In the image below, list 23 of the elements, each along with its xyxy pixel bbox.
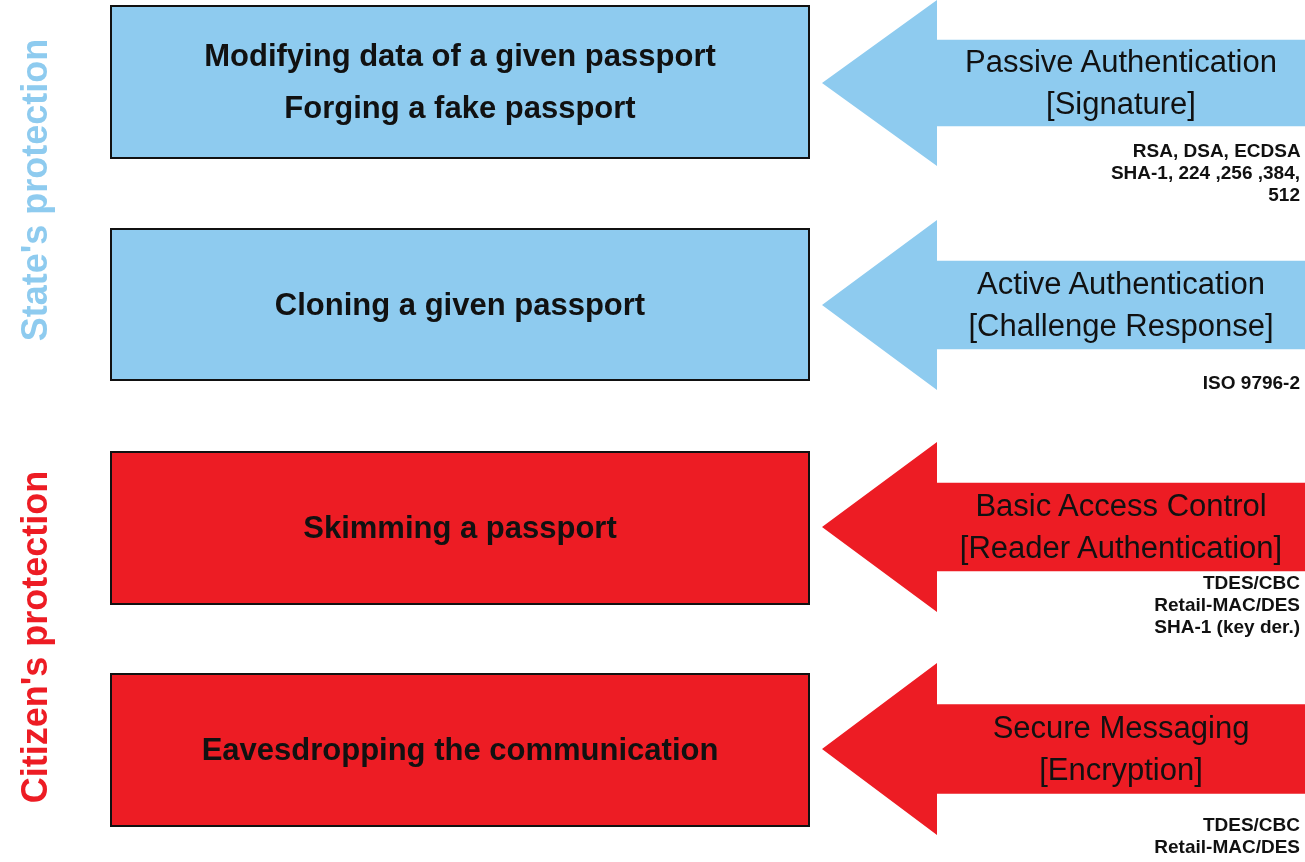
countermeasure-text: [Challenge Response] bbox=[968, 307, 1274, 345]
countermeasure-text: [Reader Authentication] bbox=[959, 529, 1283, 567]
threat-box bbox=[110, 228, 810, 381]
algorithm-note: TDES/CBC Retail-MAC/DES bbox=[1153, 814, 1300, 858]
threat-text: Skimming a passport bbox=[303, 509, 617, 547]
threat-box bbox=[110, 451, 810, 605]
threat-text: Eavesdropping the communication bbox=[201, 731, 719, 769]
threat-text: Modifying data of a given passport bbox=[204, 37, 716, 75]
algorithm-note: ISO 9796-2 bbox=[1201, 372, 1300, 394]
side-label: State's protection bbox=[13, 38, 56, 342]
countermeasure-text: Secure Messaging bbox=[992, 709, 1250, 747]
threat-text: Forging a fake passport bbox=[284, 89, 636, 127]
countermeasure-text: Passive Authentication bbox=[965, 43, 1277, 81]
threat-box bbox=[110, 673, 810, 827]
threat-box bbox=[110, 5, 810, 159]
countermeasure-text: Basic Access Control bbox=[975, 487, 1267, 525]
threat-text: Cloning a given passport bbox=[274, 285, 646, 324]
algorithm-note: RSA, DSA, ECDSA SHA-1, 224 ,256 ,384, 512 bbox=[1109, 140, 1300, 206]
algorithm-note: TDES/CBC Retail-MAC/DES SHA-1 (key der.) bbox=[1153, 572, 1300, 638]
countermeasure-text: [Encryption] bbox=[1039, 751, 1203, 789]
countermeasure-text: [Signature] bbox=[1046, 85, 1196, 123]
countermeasure-text: Active Authentication bbox=[977, 265, 1265, 303]
side-label: Citizen's protection bbox=[13, 470, 56, 804]
